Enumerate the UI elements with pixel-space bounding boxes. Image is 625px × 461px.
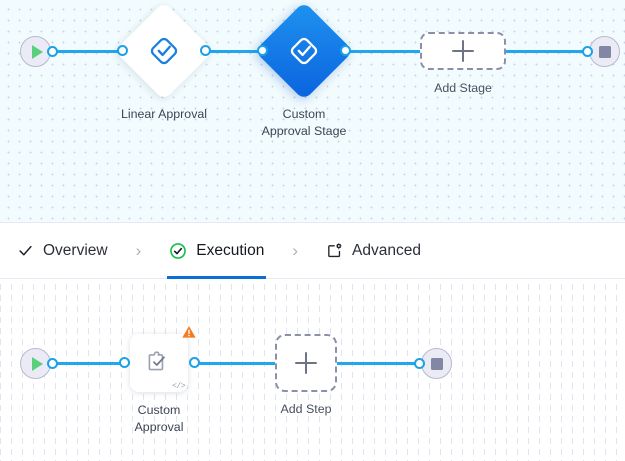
add-step-label: Add Step [280, 402, 332, 416]
stage-flow-canvas[interactable]: Linear Approval Custom Approval Stage A [0, 0, 625, 222]
start-output-port[interactable] [47, 358, 58, 369]
start-circle [20, 36, 51, 67]
play-icon [31, 356, 43, 371]
add-stage-node[interactable]: Add Stage [420, 32, 506, 95]
custom-approval-step-output-port[interactable] [189, 357, 200, 368]
stage-diamond[interactable] [114, 1, 214, 101]
start-output-port[interactable] [47, 46, 58, 57]
step-card[interactable]: </> [130, 326, 196, 392]
code-badge-icon: </> [172, 382, 185, 391]
tab-overview-label: Overview [43, 241, 108, 259]
stop-icon [430, 357, 443, 370]
play-icon [31, 44, 43, 59]
start-circle [20, 348, 51, 379]
settings-box-icon [326, 242, 343, 259]
add-step-button[interactable] [275, 334, 337, 392]
custom-approval-step-input-port[interactable] [119, 357, 130, 368]
warning-triangle-icon [181, 324, 197, 340]
puzzle-check-icon [145, 347, 173, 380]
plus-icon [295, 352, 317, 374]
tab-execution-label: Execution [196, 241, 265, 259]
tab-separator-2: › [292, 240, 299, 260]
stage-end-node[interactable] [582, 36, 620, 67]
edge-start-to-custom-approval-step [40, 362, 130, 365]
custom-approval-stage-input-port[interactable] [257, 45, 268, 56]
add-stage-label: Add Stage [434, 81, 492, 95]
stage-diamond-selected[interactable] [254, 1, 354, 101]
linear-approval-output-port[interactable] [200, 45, 211, 56]
edge-linear-to-custom-approval [200, 50, 278, 53]
edge-add-step-to-end [336, 362, 422, 365]
end-circle [421, 348, 452, 379]
step-label-custom-approval: Custom Approval [134, 403, 184, 434]
approval-diamond-check-icon [149, 36, 179, 66]
edge-custom-approval-step-to-add-step [196, 362, 276, 365]
step-start-node[interactable] [20, 348, 58, 379]
tab-execution[interactable]: Execution [167, 223, 267, 279]
check-icon [17, 242, 34, 259]
edge-add-stage-to-end [504, 50, 590, 53]
approval-diamond-check-icon [289, 36, 319, 66]
end-input-port[interactable] [414, 358, 425, 369]
tab-advanced[interactable]: Advanced [324, 223, 423, 279]
stage-label-custom-approval-stage: Custom Approval Stage [261, 107, 347, 138]
edge-custom-approval-to-add-stage [340, 50, 422, 53]
stage-label-linear-approval: Linear Approval [120, 107, 208, 121]
stage-start-node[interactable] [20, 36, 58, 67]
end-circle [589, 36, 620, 67]
tab-advanced-label: Advanced [352, 241, 421, 259]
stage-node-linear-approval[interactable]: Linear Approval [114, 1, 214, 121]
tab-separator-1: › [135, 240, 142, 260]
add-stage-button[interactable] [420, 32, 506, 70]
stop-icon [598, 45, 611, 58]
custom-approval-stage-output-port[interactable] [340, 45, 351, 56]
end-input-port[interactable] [582, 46, 593, 57]
step-flow-canvas[interactable]: </> Custom Approval Add Step [0, 279, 625, 461]
plus-icon [452, 40, 474, 62]
check-circle-icon [169, 242, 187, 260]
step-end-node[interactable] [414, 348, 452, 379]
edge-start-to-linear-approval [40, 50, 122, 53]
add-step-node[interactable]: Add Step [275, 334, 337, 416]
linear-approval-input-port[interactable] [117, 45, 128, 56]
tab-overview[interactable]: Overview [15, 223, 110, 279]
stage-node-custom-approval-stage[interactable]: Custom Approval Stage [254, 1, 354, 138]
section-tabbar: Overview › Execution › Advanced [0, 222, 625, 279]
